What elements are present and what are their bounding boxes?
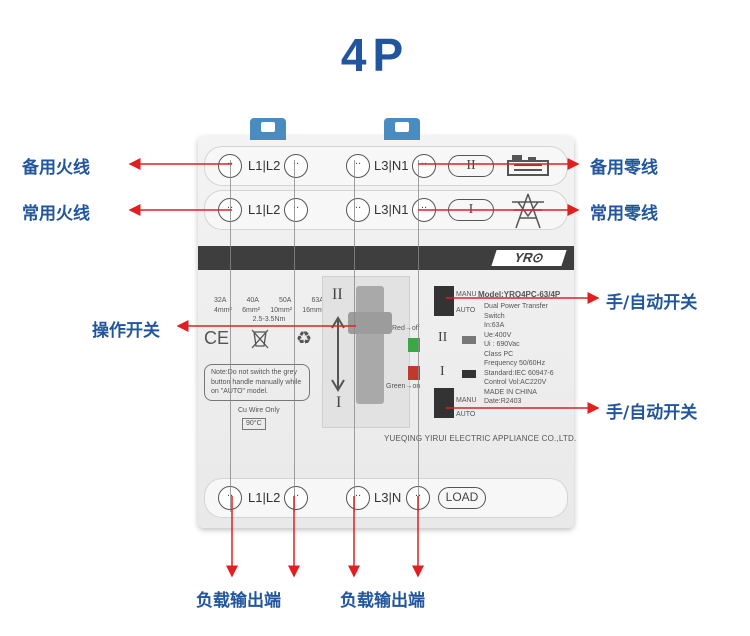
label-backup-live: 备用火线 xyxy=(22,158,90,178)
terminal-label: L1|L2 xyxy=(248,490,281,505)
red-led-label: Red→off xyxy=(392,325,420,332)
terminal-label: L1|L2 xyxy=(248,202,281,217)
operating-handle[interactable] xyxy=(356,286,384,404)
model-number: Model:YRQ4PC-63/4P xyxy=(478,290,561,299)
recycle-icon: ♻ xyxy=(296,328,313,349)
label-backup-neutral: 备用零线 xyxy=(590,158,658,178)
terminal-screw: ·· xyxy=(346,198,370,222)
label-normal-neutral: 常用零线 xyxy=(590,204,658,224)
temp-rating: 90°C xyxy=(242,418,266,430)
generator-icon xyxy=(507,155,549,176)
handle-mark-lower: I xyxy=(336,394,342,411)
auto-label-lower: AUTO xyxy=(456,411,476,418)
terminal-screw: ·· xyxy=(346,486,370,510)
manual-auto-switch-lower[interactable] xyxy=(434,388,454,418)
terminal-screw: ·· xyxy=(284,198,308,222)
warning-note: Note:Do not switch the grey button handl… xyxy=(204,364,310,401)
page-title: 4P xyxy=(340,29,410,81)
manu-label-lower: MANU xyxy=(456,397,477,404)
green-indicator xyxy=(408,338,420,352)
label-normal-live: 常用火线 xyxy=(22,204,90,224)
terminal-label: L3|N1 xyxy=(374,202,409,217)
guide-line xyxy=(230,160,231,512)
led-area: Red→off Green→on xyxy=(386,316,432,396)
terminal-label: L1|L2 xyxy=(248,158,281,173)
position-two-mark: II xyxy=(438,330,448,345)
terminal-screw: ·· xyxy=(284,486,308,510)
terminal-screw: ·· xyxy=(346,154,370,178)
cu-wire-note: Cu Wire Only xyxy=(238,407,280,414)
indicator-one xyxy=(462,370,476,378)
red-indicator xyxy=(408,366,420,380)
ce-mark: CE xyxy=(204,328,230,348)
label-manual-auto-lower: 手/自动开关 xyxy=(606,403,698,423)
manual-auto-switch-upper[interactable] xyxy=(434,286,454,316)
label-operate-switch: 操作开关 xyxy=(92,321,160,341)
label-load-output-right: 负载输出端 xyxy=(340,591,425,611)
source-two-mark: II xyxy=(448,155,494,177)
auto-label-upper: AUTO xyxy=(456,307,476,314)
guide-line xyxy=(418,160,419,512)
position-one-mark: I xyxy=(440,364,445,379)
terminal-row-backup: ·· L1|L2 ·· ·· L3|N1 ·· II xyxy=(204,146,568,186)
guide-line xyxy=(294,160,295,512)
mounting-clip-left xyxy=(250,118,286,140)
guide-line xyxy=(354,160,355,512)
terminal-label: L3|N1 xyxy=(374,158,409,173)
company-name: YUEQING YIRUI ELECTRIC APPLIANCE CO.,LTD… xyxy=(384,434,577,443)
mounting-clip-right xyxy=(384,118,420,140)
handle-mark-upper: II xyxy=(332,286,343,303)
load-mark: LOAD xyxy=(438,487,486,509)
terminal-label: L3|N xyxy=(374,490,402,505)
green-led-label: Green→on xyxy=(386,383,421,390)
indicator-two xyxy=(462,336,476,344)
terminal-screw: ·· xyxy=(284,154,308,178)
manu-label-upper: MANU xyxy=(456,291,477,298)
weee-bin-icon xyxy=(251,329,269,349)
label-manual-auto-upper: 手/自动开关 xyxy=(606,293,698,313)
switch-direction-arrow xyxy=(331,316,345,392)
handle-grip[interactable] xyxy=(348,312,392,334)
label-load-output-left: 负载输出端 xyxy=(196,591,281,611)
